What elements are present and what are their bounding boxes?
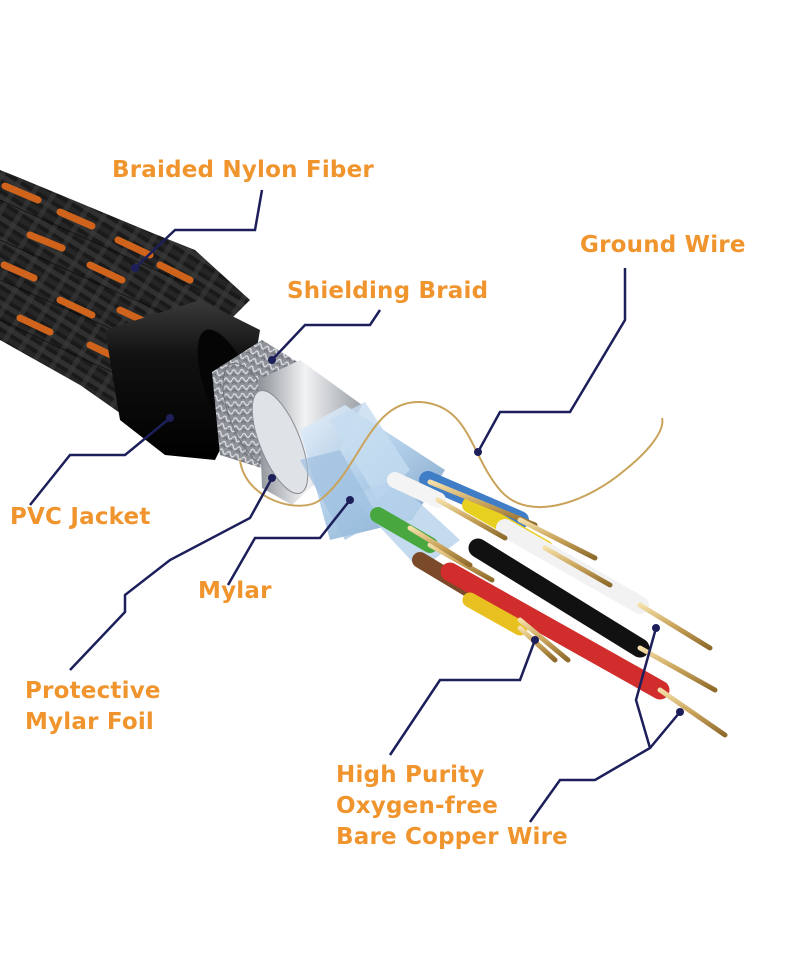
leader-dot-copper-left bbox=[531, 636, 539, 644]
leader-dot-copper-right bbox=[676, 708, 684, 716]
label-copper-line-1: High Purity bbox=[336, 760, 568, 791]
label-ground-wire: Ground Wire bbox=[580, 230, 746, 261]
label-mylar: Mylar bbox=[198, 576, 272, 607]
label-copper-line-2: Oxygen-free bbox=[336, 791, 568, 822]
label-protective-line-1: Protective bbox=[25, 676, 161, 707]
label-shielding-braid: Shielding Braid bbox=[287, 276, 488, 307]
leader-dot-pvc-jacket bbox=[166, 414, 174, 422]
label-copper-line-3: Bare Copper Wire bbox=[336, 822, 568, 853]
label-shielding-braid-text: Shielding Braid bbox=[287, 276, 488, 307]
label-mylar-text: Mylar bbox=[198, 576, 272, 607]
label-protective-mylar-foil: Protective Mylar Foil bbox=[25, 676, 161, 738]
leader-dot-shielding-braid bbox=[268, 356, 276, 364]
leader-dot-braided-nylon bbox=[131, 264, 139, 272]
leader-dot-ground-wire bbox=[474, 448, 482, 456]
label-pvc-jacket: PVC Jacket bbox=[10, 502, 151, 533]
label-copper-wire: High Purity Oxygen-free Bare Copper Wire bbox=[336, 760, 568, 853]
leader-dot-copper-mid bbox=[652, 624, 660, 632]
leader-ground-wire bbox=[478, 268, 625, 452]
label-protective-line-2: Mylar Foil bbox=[25, 707, 161, 738]
label-pvc-jacket-text: PVC Jacket bbox=[10, 502, 151, 533]
label-braided-nylon-fiber: Braided Nylon Fiber bbox=[112, 155, 374, 186]
leader-dot-mylar bbox=[346, 496, 354, 504]
leader-shielding-braid bbox=[272, 310, 380, 360]
label-ground-wire-text: Ground Wire bbox=[580, 230, 746, 261]
label-braided-nylon-fiber-text: Braided Nylon Fiber bbox=[112, 155, 374, 186]
leader-copper-left bbox=[390, 640, 535, 755]
leader-dot-protective-foil bbox=[268, 474, 276, 482]
